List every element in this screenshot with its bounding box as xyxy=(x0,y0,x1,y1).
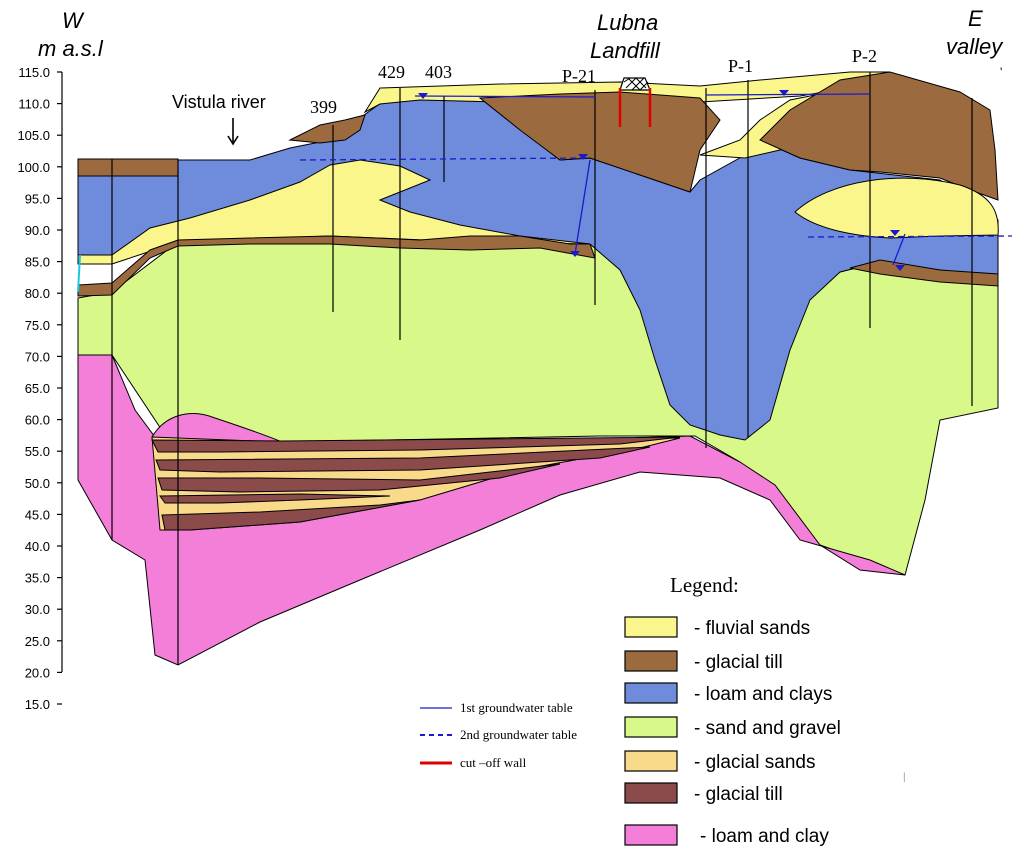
cutoff-wall xyxy=(618,88,652,127)
east-label: E xyxy=(968,6,983,31)
legend-label: - glacial till xyxy=(694,784,783,805)
borehole-label: P-21 xyxy=(562,66,596,86)
vistula-label: Vistula river xyxy=(172,92,266,112)
borehole-label: 399 xyxy=(310,97,337,117)
y-axis-tick-label: 60.0 xyxy=(25,413,50,428)
layer-glacial-till-upper xyxy=(77,235,596,297)
water-level-marker-icon xyxy=(779,90,789,96)
y-axis-tick-label: 35.0 xyxy=(25,571,50,586)
landfill-mound xyxy=(619,77,651,91)
legend-swatch xyxy=(624,782,678,804)
y-axis-tick-label: 115.0 xyxy=(18,65,50,80)
arrow-down-icon xyxy=(227,118,239,146)
layer-glacial-till-lower-band xyxy=(157,463,561,493)
legend-label: - sand and gravel xyxy=(694,718,841,739)
water-level-markers xyxy=(418,90,905,271)
legend-label: - glacial sands xyxy=(694,752,815,773)
groundwater-perched-link xyxy=(574,159,906,266)
layer-glacial-till-upper xyxy=(849,259,999,287)
y-axis: 115.0 110.0 105.0 100.0 95.0 90.0 85.0 80.0 75.0… xyxy=(17,65,63,712)
layer-glacial-till-upper xyxy=(759,71,999,201)
line-legend: 1st groundwater table 2nd groundwater ta… xyxy=(420,700,577,770)
legend-label: - loam and clays xyxy=(694,684,832,705)
line-legend-label: 1st groundwater table xyxy=(460,700,573,715)
y-axis-tick-label: 20.0 xyxy=(25,665,50,680)
borehole-label: 403 xyxy=(425,62,452,82)
y-axis-tick-label: 90.0 xyxy=(25,223,50,238)
layer-fluvial-sands xyxy=(794,177,999,239)
water-level-marker-icon xyxy=(895,265,905,271)
layer-glacial-till-lower-band xyxy=(159,493,391,504)
layer-glacial-till-upper xyxy=(288,114,366,144)
water-level-marker-icon xyxy=(578,154,588,160)
borehole-label: P-2 xyxy=(852,46,877,66)
legend-swatch xyxy=(624,750,678,772)
west-edge-marker xyxy=(77,254,81,293)
water-level-marker-icon xyxy=(570,251,580,257)
legend-swatch xyxy=(624,716,678,738)
legend-label: - fluvial sands xyxy=(694,618,810,639)
line-legend-label: 2nd groundwater table xyxy=(460,727,577,742)
landfill-label: Lubna xyxy=(597,10,658,35)
y-axis-tick-label: 70.0 xyxy=(25,349,50,364)
y-axis-tick-label: 100.0 xyxy=(17,160,50,175)
groundwater-table-2 xyxy=(299,157,1013,238)
borehole-lines xyxy=(111,72,973,665)
y-axis-tick-label: 65.0 xyxy=(25,381,50,396)
y-axis-tick-label: 50.0 xyxy=(25,476,50,491)
line-legend-label: cut –off wall xyxy=(460,755,527,770)
masl-label: m a.s.l xyxy=(38,36,104,61)
y-axis-tick-label: 25.0 xyxy=(25,634,50,649)
y-axis-tick-label: 30.0 xyxy=(25,602,50,617)
y-axis-tick-label: 45.0 xyxy=(25,507,50,522)
layer-glacial-till-upper xyxy=(478,91,721,193)
water-level-marker-icon xyxy=(890,230,900,236)
y-axis-tick-label: 40.0 xyxy=(25,539,50,554)
landfill-label: Landfill xyxy=(590,38,661,63)
layer-glacial-till-lower-band xyxy=(161,499,421,531)
west-label: W xyxy=(62,8,85,33)
stray-mark: | xyxy=(903,772,906,783)
legend-swatch xyxy=(624,616,678,638)
layer-glacial-till-upper xyxy=(77,158,179,177)
y-axis-tick-label: 15.0 xyxy=(25,697,50,712)
legend-swatch xyxy=(624,650,678,672)
y-axis-tick-label: 80.0 xyxy=(25,286,50,301)
water-level-marker-icon xyxy=(418,93,428,99)
legend-swatch xyxy=(624,682,678,704)
y-axis-tick-label: 85.0 xyxy=(25,255,50,270)
legend: - fluvial sands - glacial till - loam and … xyxy=(624,616,841,847)
layer-glacial-till-lower-band xyxy=(151,436,681,453)
layer-glacial-till-lower-band xyxy=(155,446,651,473)
legend-title: Legend: xyxy=(670,573,739,597)
y-axis-tick-label: 95.0 xyxy=(25,191,50,206)
borehole-label: 429 xyxy=(378,62,405,82)
y-axis-tick-label: 55.0 xyxy=(25,444,50,459)
y-axis-tick-label: 105.0 xyxy=(17,128,50,143)
legend-swatch xyxy=(624,824,678,846)
y-axis-tick-label: 110.0 xyxy=(18,97,50,112)
legend-label: - loam and clay xyxy=(700,826,829,847)
legend-label: - glacial till xyxy=(694,652,783,673)
groundwater-table-1 xyxy=(414,93,871,98)
tick-mark-east: ' xyxy=(1000,65,1002,79)
y-axis-tick-label: 75.0 xyxy=(25,318,50,333)
borehole-label: P-1 xyxy=(728,56,753,76)
valley-label: valley xyxy=(946,34,1004,59)
